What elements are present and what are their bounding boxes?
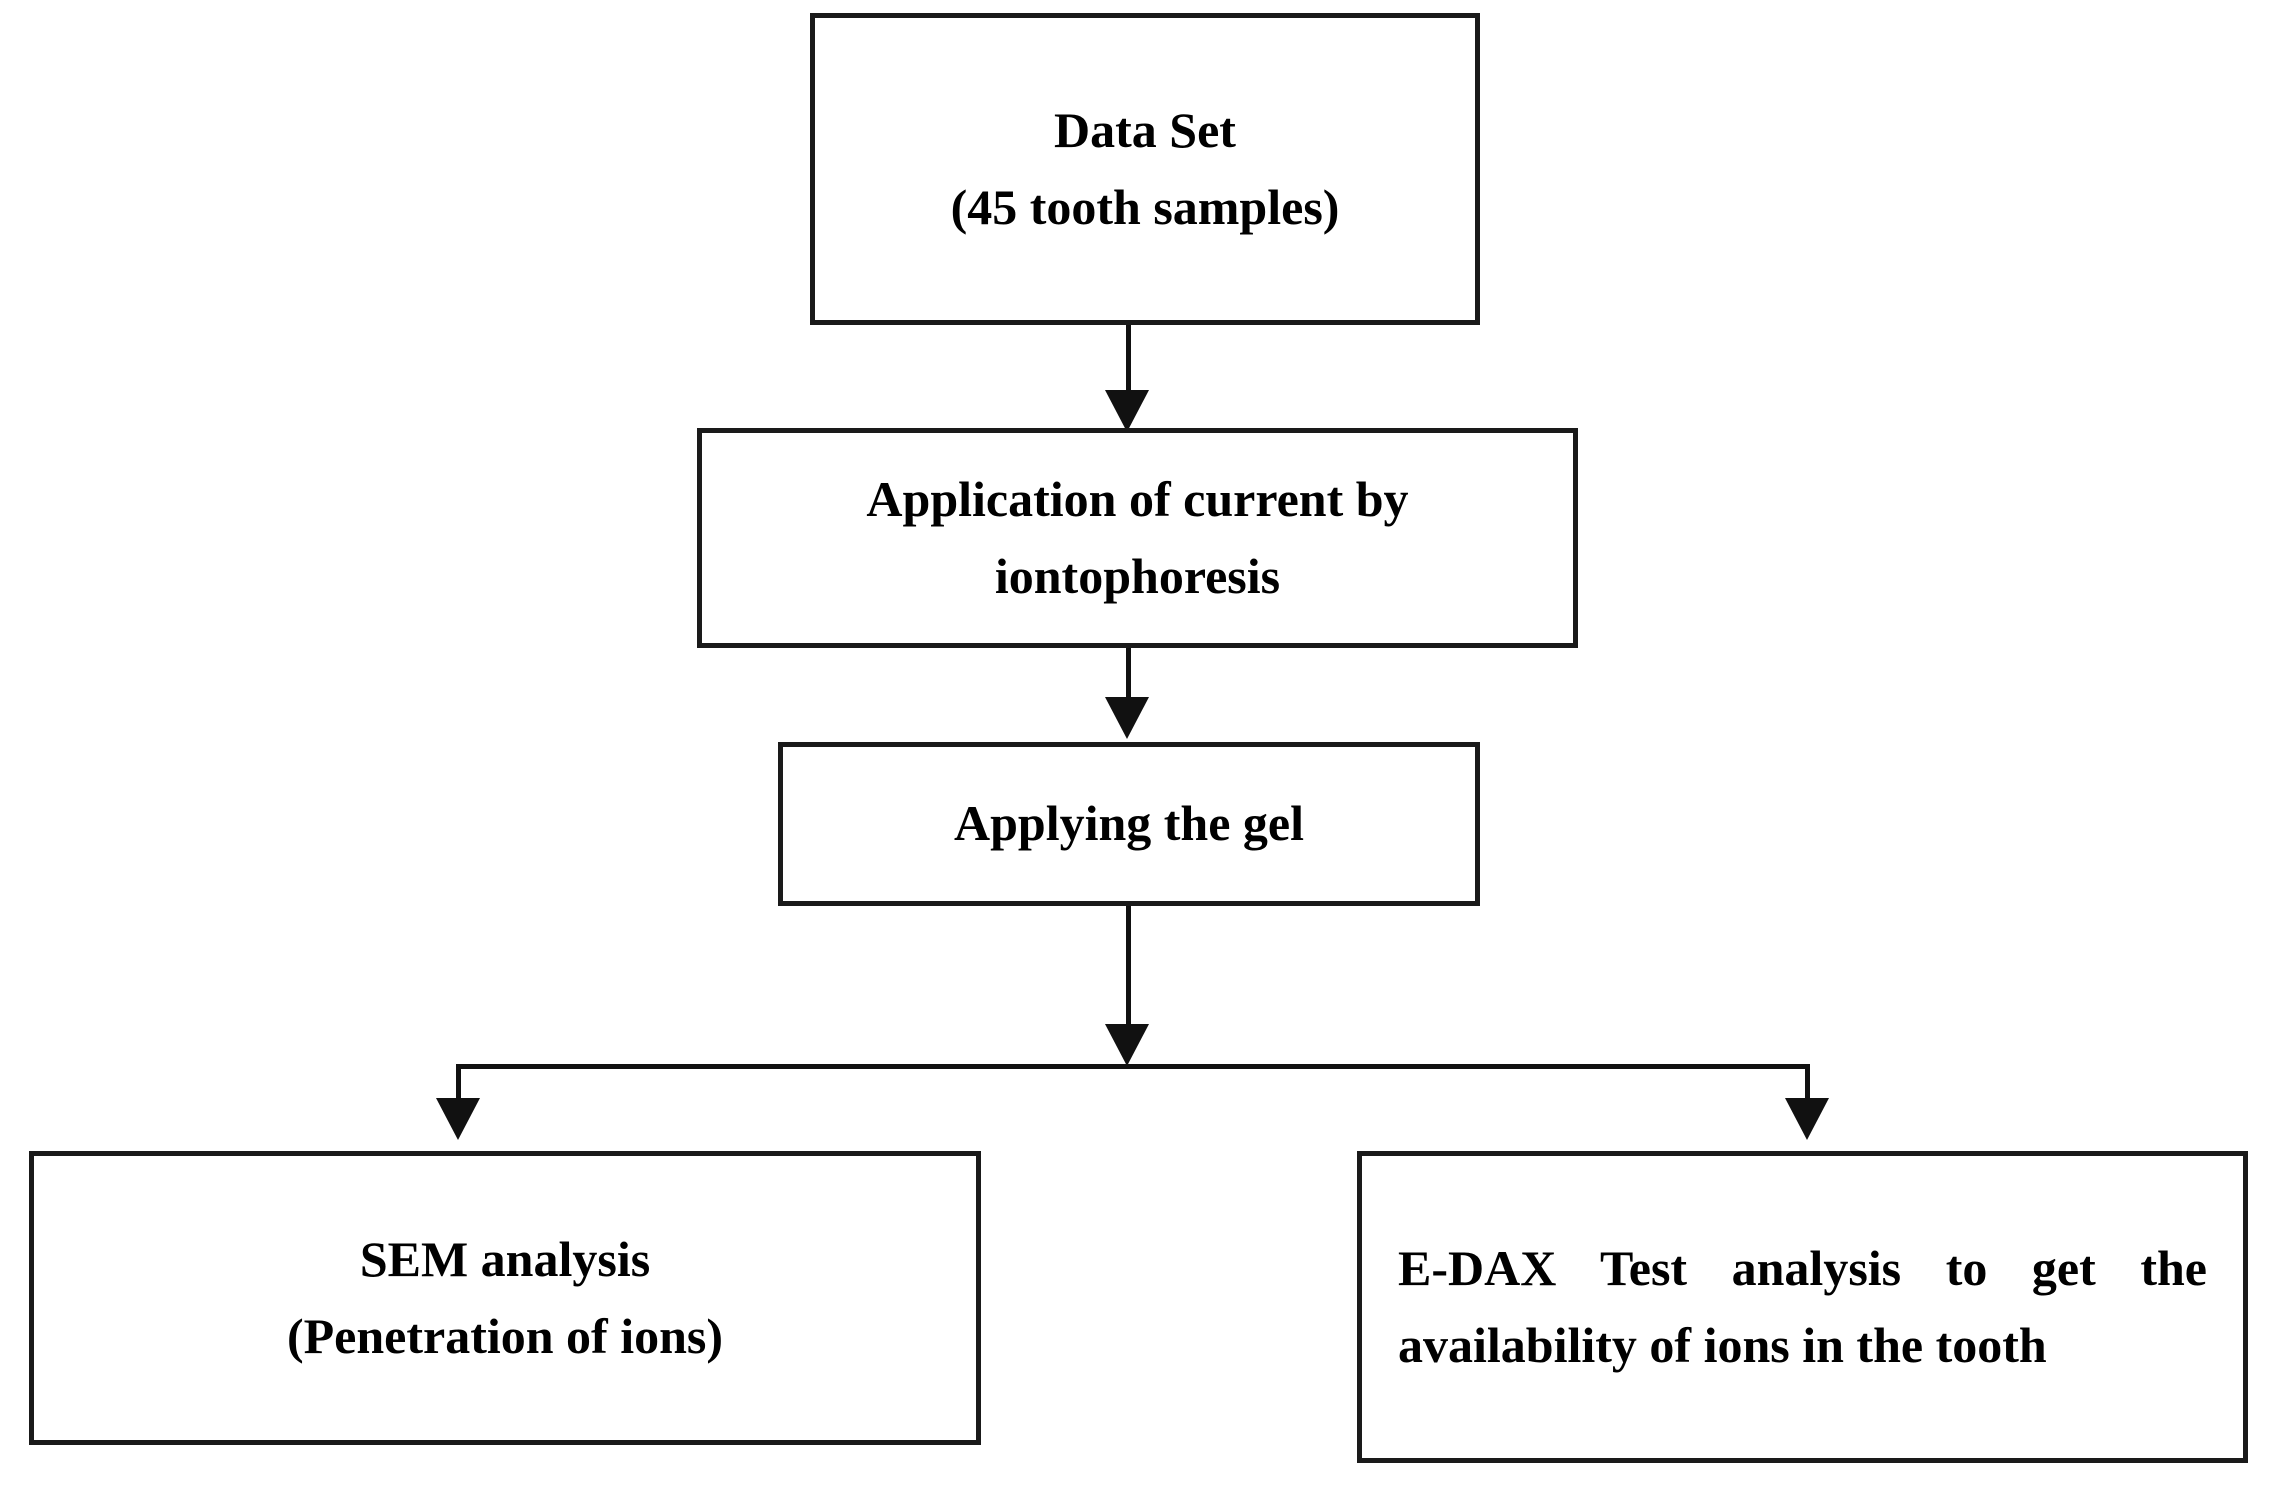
arrow-down-icon-split-to-edax [1785,1098,1829,1140]
node-data-set-line-2: (45 tooth samples) [950,179,1340,235]
node-edax-test-analysis-text: E-DAX Test analysis to get the availabil… [1398,1239,2207,1374]
connector-split-to-sem-line [456,1064,461,1112]
connector-split-to-edax-line [1805,1064,1810,1112]
node-sem-analysis-line-1: SEM analysis [359,1230,651,1287]
node-applying-the-gel: Applying the gel [778,742,1480,906]
connector-split-bar [456,1064,1810,1069]
node-sem-analysis-line-2: (Penetration of ions) [286,1308,724,1364]
connector-current-to-gel-line [1126,648,1131,703]
node-sem-analysis: SEM analysis (Penetration of ions) [29,1151,981,1445]
connector-dataset-to-current-line [1126,325,1131,397]
arrow-down-icon-split-to-sem [436,1098,480,1140]
node-application-of-current: Application of current by iontophoresis [697,428,1578,648]
arrow-down-icon-gel-to-split [1105,1024,1149,1066]
arrow-down-icon-dataset-to-current [1105,390,1149,432]
connector-gel-to-split-line [1126,906,1131,1028]
node-applying-the-gel-line-1: Applying the gel [953,795,1305,852]
node-data-set-line-1: Data Set [1054,101,1236,158]
node-data-set: Data Set (45 tooth samples) [810,13,1480,325]
node-application-of-current-line-1: Application of current by [866,470,1409,527]
node-edax-test-analysis: E-DAX Test analysis to get the availabil… [1357,1151,2248,1463]
node-application-of-current-line-2: iontophoresis [994,548,1281,604]
arrow-down-icon-current-to-gel [1105,697,1149,739]
